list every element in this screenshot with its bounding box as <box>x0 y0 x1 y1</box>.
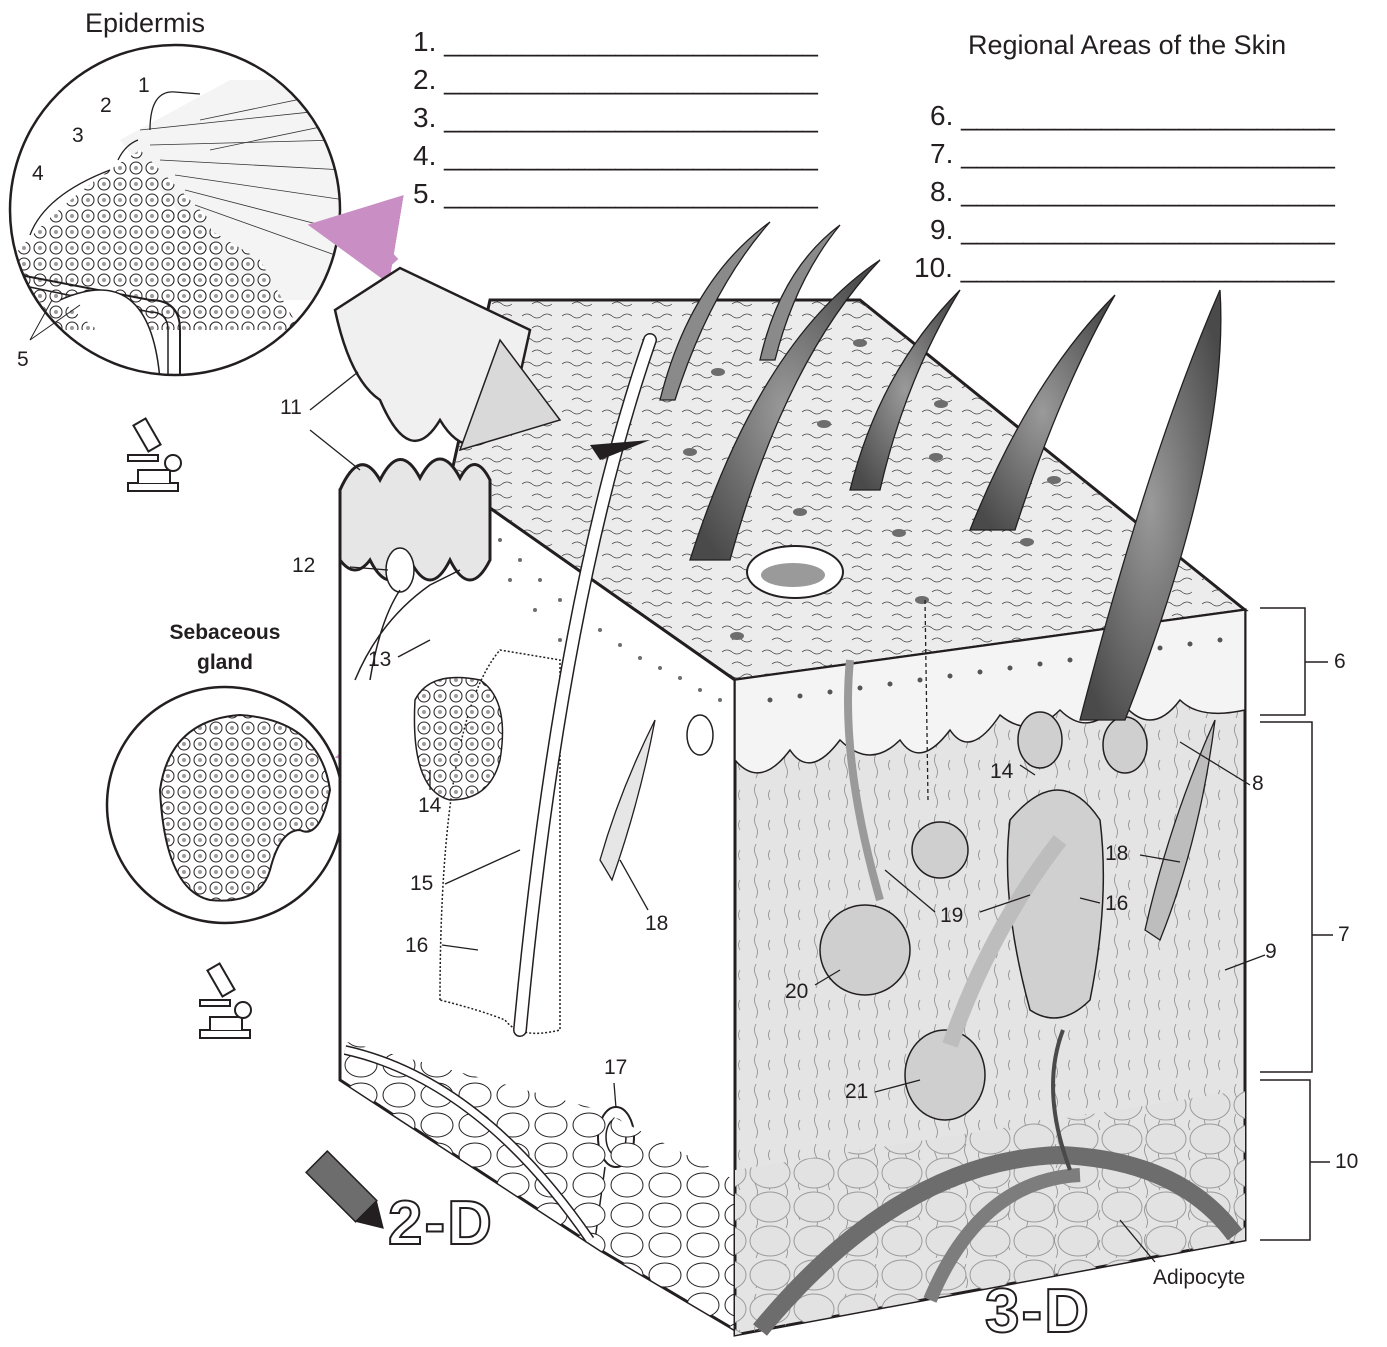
blank-number: 10. <box>914 252 953 283</box>
skin-block-front-face-3d <box>735 600 1245 1335</box>
label-adipocyte: Adipocyte <box>1153 1266 1245 1290</box>
answer-blank-4[interactable]: 4. ________________________ <box>413 140 818 172</box>
label-9: 9 <box>1265 940 1277 964</box>
epidermis-magnified-circle <box>10 45 360 380</box>
label-21: 21 <box>845 1080 868 1104</box>
badge-3d: 3-D <box>985 1276 1091 1347</box>
region-brackets <box>1260 608 1333 1240</box>
label-19: 19 <box>940 904 963 928</box>
label-18a: 18 <box>645 912 668 936</box>
blank-number: 1. <box>413 26 436 57</box>
epidermis-heading: Epidermis <box>85 8 205 39</box>
label-6: 6 <box>1334 650 1346 674</box>
answer-blank-3[interactable]: 3. ________________________ <box>413 102 818 134</box>
blank-number: 2. <box>413 64 436 95</box>
blank-line: ________________________ <box>961 176 1335 207</box>
regional-areas-heading: Regional Areas of the Skin <box>968 30 1286 61</box>
label-epi-4: 4 <box>32 162 44 186</box>
badge-2d: 2-D <box>388 1188 494 1259</box>
label-8: 8 <box>1252 772 1264 796</box>
microscope-icon <box>200 964 251 1038</box>
label-16b: 16 <box>1105 892 1128 916</box>
answer-blank-5[interactable]: 5. ________________________ <box>413 178 818 210</box>
blank-line: ________________________ <box>444 64 818 95</box>
blank-line: ________________________ <box>961 252 1335 283</box>
blank-number: 7. <box>930 138 953 169</box>
blank-number: 4. <box>413 140 436 171</box>
label-14a: 14 <box>418 794 441 818</box>
sebaceous-gland-circle <box>107 687 343 923</box>
blank-line: ________________________ <box>961 138 1335 169</box>
zoom-arrow-icon <box>352 232 395 262</box>
label-7: 7 <box>1338 923 1350 947</box>
blank-number: 9. <box>930 214 953 245</box>
answer-blank-6[interactable]: 6. ________________________ <box>930 100 1335 132</box>
label-10: 10 <box>1335 1150 1358 1174</box>
microscope-icon <box>128 419 181 491</box>
sebaceous-heading-line1: Sebaceous <box>140 618 310 648</box>
answer-blank-8[interactable]: 8. ________________________ <box>930 176 1335 208</box>
blank-number: 6. <box>930 100 953 131</box>
answer-blank-7[interactable]: 7. ________________________ <box>930 138 1335 170</box>
label-15: 15 <box>410 872 433 896</box>
blank-line: ________________________ <box>444 26 818 57</box>
label-13: 13 <box>368 648 391 672</box>
label-20: 20 <box>785 980 808 1004</box>
label-12: 12 <box>292 554 315 578</box>
blank-line: ________________________ <box>444 102 818 133</box>
answer-blank-10[interactable]: 10. ________________________ <box>914 252 1334 284</box>
answer-blank-9[interactable]: 9. ________________________ <box>930 214 1335 246</box>
answer-blank-2[interactable]: 2. ________________________ <box>413 64 818 96</box>
label-epi-3: 3 <box>72 124 84 148</box>
blank-line: ________________________ <box>961 100 1335 131</box>
blank-line: ________________________ <box>444 178 818 209</box>
blank-number: 5. <box>413 178 436 209</box>
label-17: 17 <box>604 1056 627 1080</box>
label-epi-2: 2 <box>100 94 112 118</box>
label-epi-5: 5 <box>17 348 29 372</box>
label-11: 11 <box>280 396 302 420</box>
crayon-icon <box>306 1151 394 1239</box>
blank-line: ________________________ <box>961 214 1335 245</box>
blank-number: 3. <box>413 102 436 133</box>
blank-number: 8. <box>930 176 953 207</box>
label-epi-1: 1 <box>138 74 150 98</box>
blank-line: ________________________ <box>444 140 818 171</box>
label-18b: 18 <box>1105 842 1128 866</box>
sebaceous-gland-heading: Sebaceous gland <box>140 618 310 678</box>
answer-blank-1[interactable]: 1. ________________________ <box>413 26 818 58</box>
label-16a: 16 <box>405 934 428 958</box>
label-14b: 14 <box>990 760 1013 784</box>
sebaceous-heading-line2: gland <box>140 648 310 678</box>
